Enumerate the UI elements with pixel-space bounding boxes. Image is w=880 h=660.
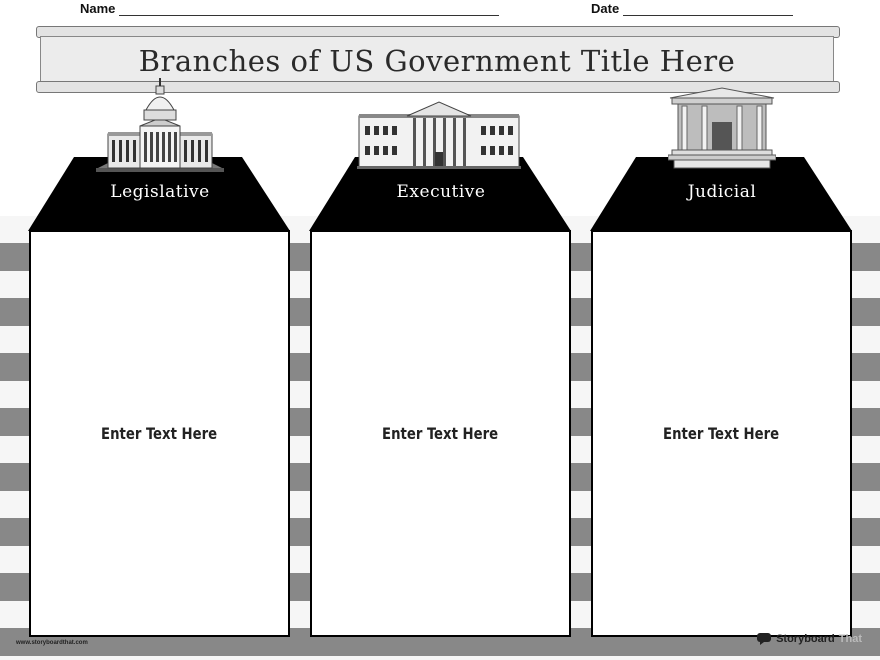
date-line[interactable] [623, 3, 794, 16]
text-panel[interactable]: Enter Text Here [310, 230, 571, 637]
column-judicial: Judicial Enter Text Here [590, 0, 854, 660]
panel-placeholder[interactable]: Enter Text Here [101, 424, 218, 443]
panel-placeholder[interactable]: Enter Text Here [382, 424, 499, 443]
name-line[interactable] [119, 3, 500, 16]
brand-main: Storyboard [776, 633, 835, 645]
speech-bubble-icon [757, 633, 772, 645]
white-house-icon [357, 101, 521, 169]
column-executive: Executive Enter Text Here [309, 0, 573, 660]
name-label: Name [80, 1, 116, 16]
brand-suffix: That [838, 633, 862, 645]
date-label: Date [591, 1, 620, 16]
column-heading: Legislative [110, 182, 210, 202]
title-banner[interactable]: Branches of US Government Title Here [40, 36, 834, 86]
capitol-building-icon [96, 78, 224, 172]
panel-placeholder[interactable]: Enter Text Here [663, 424, 780, 443]
column-heading: Judicial [687, 182, 757, 202]
column-heading: Executive [396, 182, 486, 202]
text-panel[interactable]: Enter Text Here [591, 230, 852, 637]
date-field[interactable]: Date [591, 0, 794, 16]
footer-url[interactable]: www.storyboardthat.com [16, 640, 88, 646]
supreme-court-icon [668, 87, 776, 169]
name-field[interactable]: Name [80, 0, 500, 16]
text-panel[interactable]: Enter Text Here [29, 230, 290, 637]
column-legislative: Legislative Enter Text Here [28, 0, 292, 660]
roof-judicial [590, 157, 852, 231]
banner-rod-bottom [36, 81, 840, 93]
roof-legislative [28, 157, 290, 231]
page-title[interactable]: Branches of US Government Title Here [138, 44, 736, 78]
roof-executive [309, 157, 571, 231]
storyboardthat-logo[interactable]: Storyboard That [756, 632, 862, 646]
